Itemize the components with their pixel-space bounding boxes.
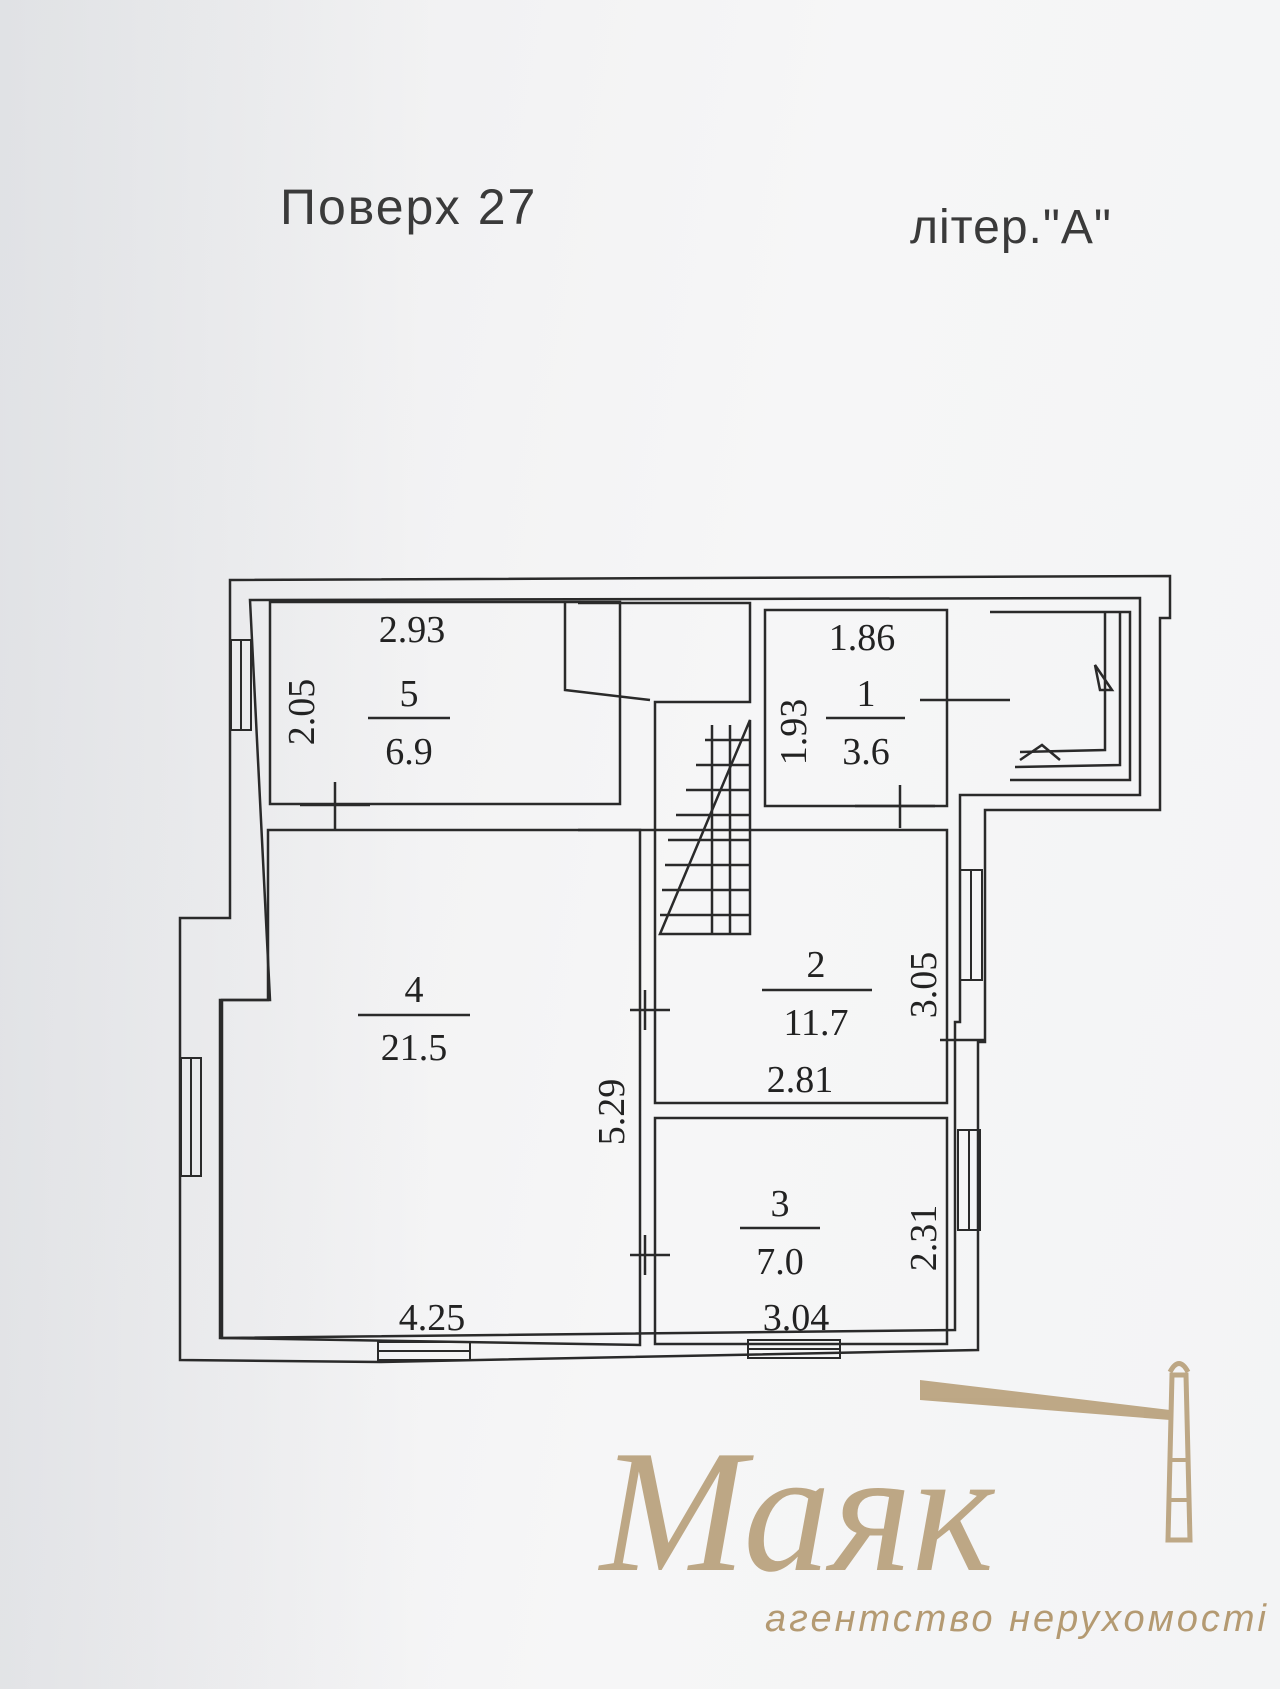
- watermark-brand: Маяк: [597, 1414, 995, 1608]
- room-3-walls: [653, 1116, 949, 1346]
- dim-room4-height: 5.29: [591, 1079, 633, 1146]
- lighthouse-beam-icon: [920, 1380, 1170, 1420]
- dim-room5-width: 2.93: [379, 609, 446, 651]
- room-4-area: 21.5: [381, 1027, 448, 1069]
- watermark-tagline: агентство нерухомості: [765, 1598, 1269, 1640]
- door-markers: [300, 698, 1010, 1275]
- dim-room4-width: 4.25: [399, 1297, 466, 1339]
- room-fraction-lines: [358, 716, 905, 1230]
- dim-room2-height: 3.05: [903, 952, 945, 1019]
- inner-wall-outline: [218, 596, 1142, 1340]
- dim-room1-width: 1.86: [829, 617, 896, 659]
- lighthouse-icon: [1165, 1372, 1193, 1543]
- walls: [178, 574, 1172, 1364]
- room-5-number: 5: [400, 673, 419, 715]
- shadow-overlay: [0, 0, 430, 1689]
- room-5-notch: [563, 602, 651, 702]
- room-3-area: 7.0: [756, 1241, 804, 1283]
- room-2-number: 2: [807, 944, 826, 986]
- windows: [180, 639, 983, 1361]
- stair-ramp: [658, 719, 752, 936]
- corridor-wall: [990, 610, 1132, 782]
- room-2-walls: [653, 828, 949, 1105]
- room-1-area: 3.6: [842, 731, 890, 773]
- dim-room2-width: 2.81: [767, 1059, 834, 1101]
- outer-wall: [178, 574, 1172, 1364]
- floor-title: Поверх 27: [280, 179, 538, 235]
- room-5-walls: [268, 600, 622, 806]
- dim-room3-height: 2.31: [903, 1205, 945, 1272]
- dim-room5-height: 2.05: [281, 679, 323, 746]
- room-4-number: 4: [405, 969, 424, 1011]
- room-2-area: 11.7: [783, 1002, 848, 1044]
- corridor-arrow-left: [1019, 743, 1061, 762]
- dim-room1-height: 1.93: [773, 699, 815, 766]
- room-1-number: 1: [857, 673, 876, 715]
- stair-wall: [578, 601, 752, 832]
- corridor-inner-wall-2: [1014, 612, 1122, 769]
- corridor-inner-wall: [1019, 612, 1107, 754]
- room-4-walls: [220, 828, 642, 1347]
- litera-label: літер."А": [910, 201, 1112, 254]
- room-3-number: 3: [771, 1183, 790, 1225]
- dim-room3-width: 3.04: [763, 1297, 830, 1339]
- watermark-logo: Маяк: [597, 1361, 1193, 1608]
- corridor-arrow-up: [1093, 664, 1115, 692]
- room-5-area: 6.9: [385, 731, 433, 773]
